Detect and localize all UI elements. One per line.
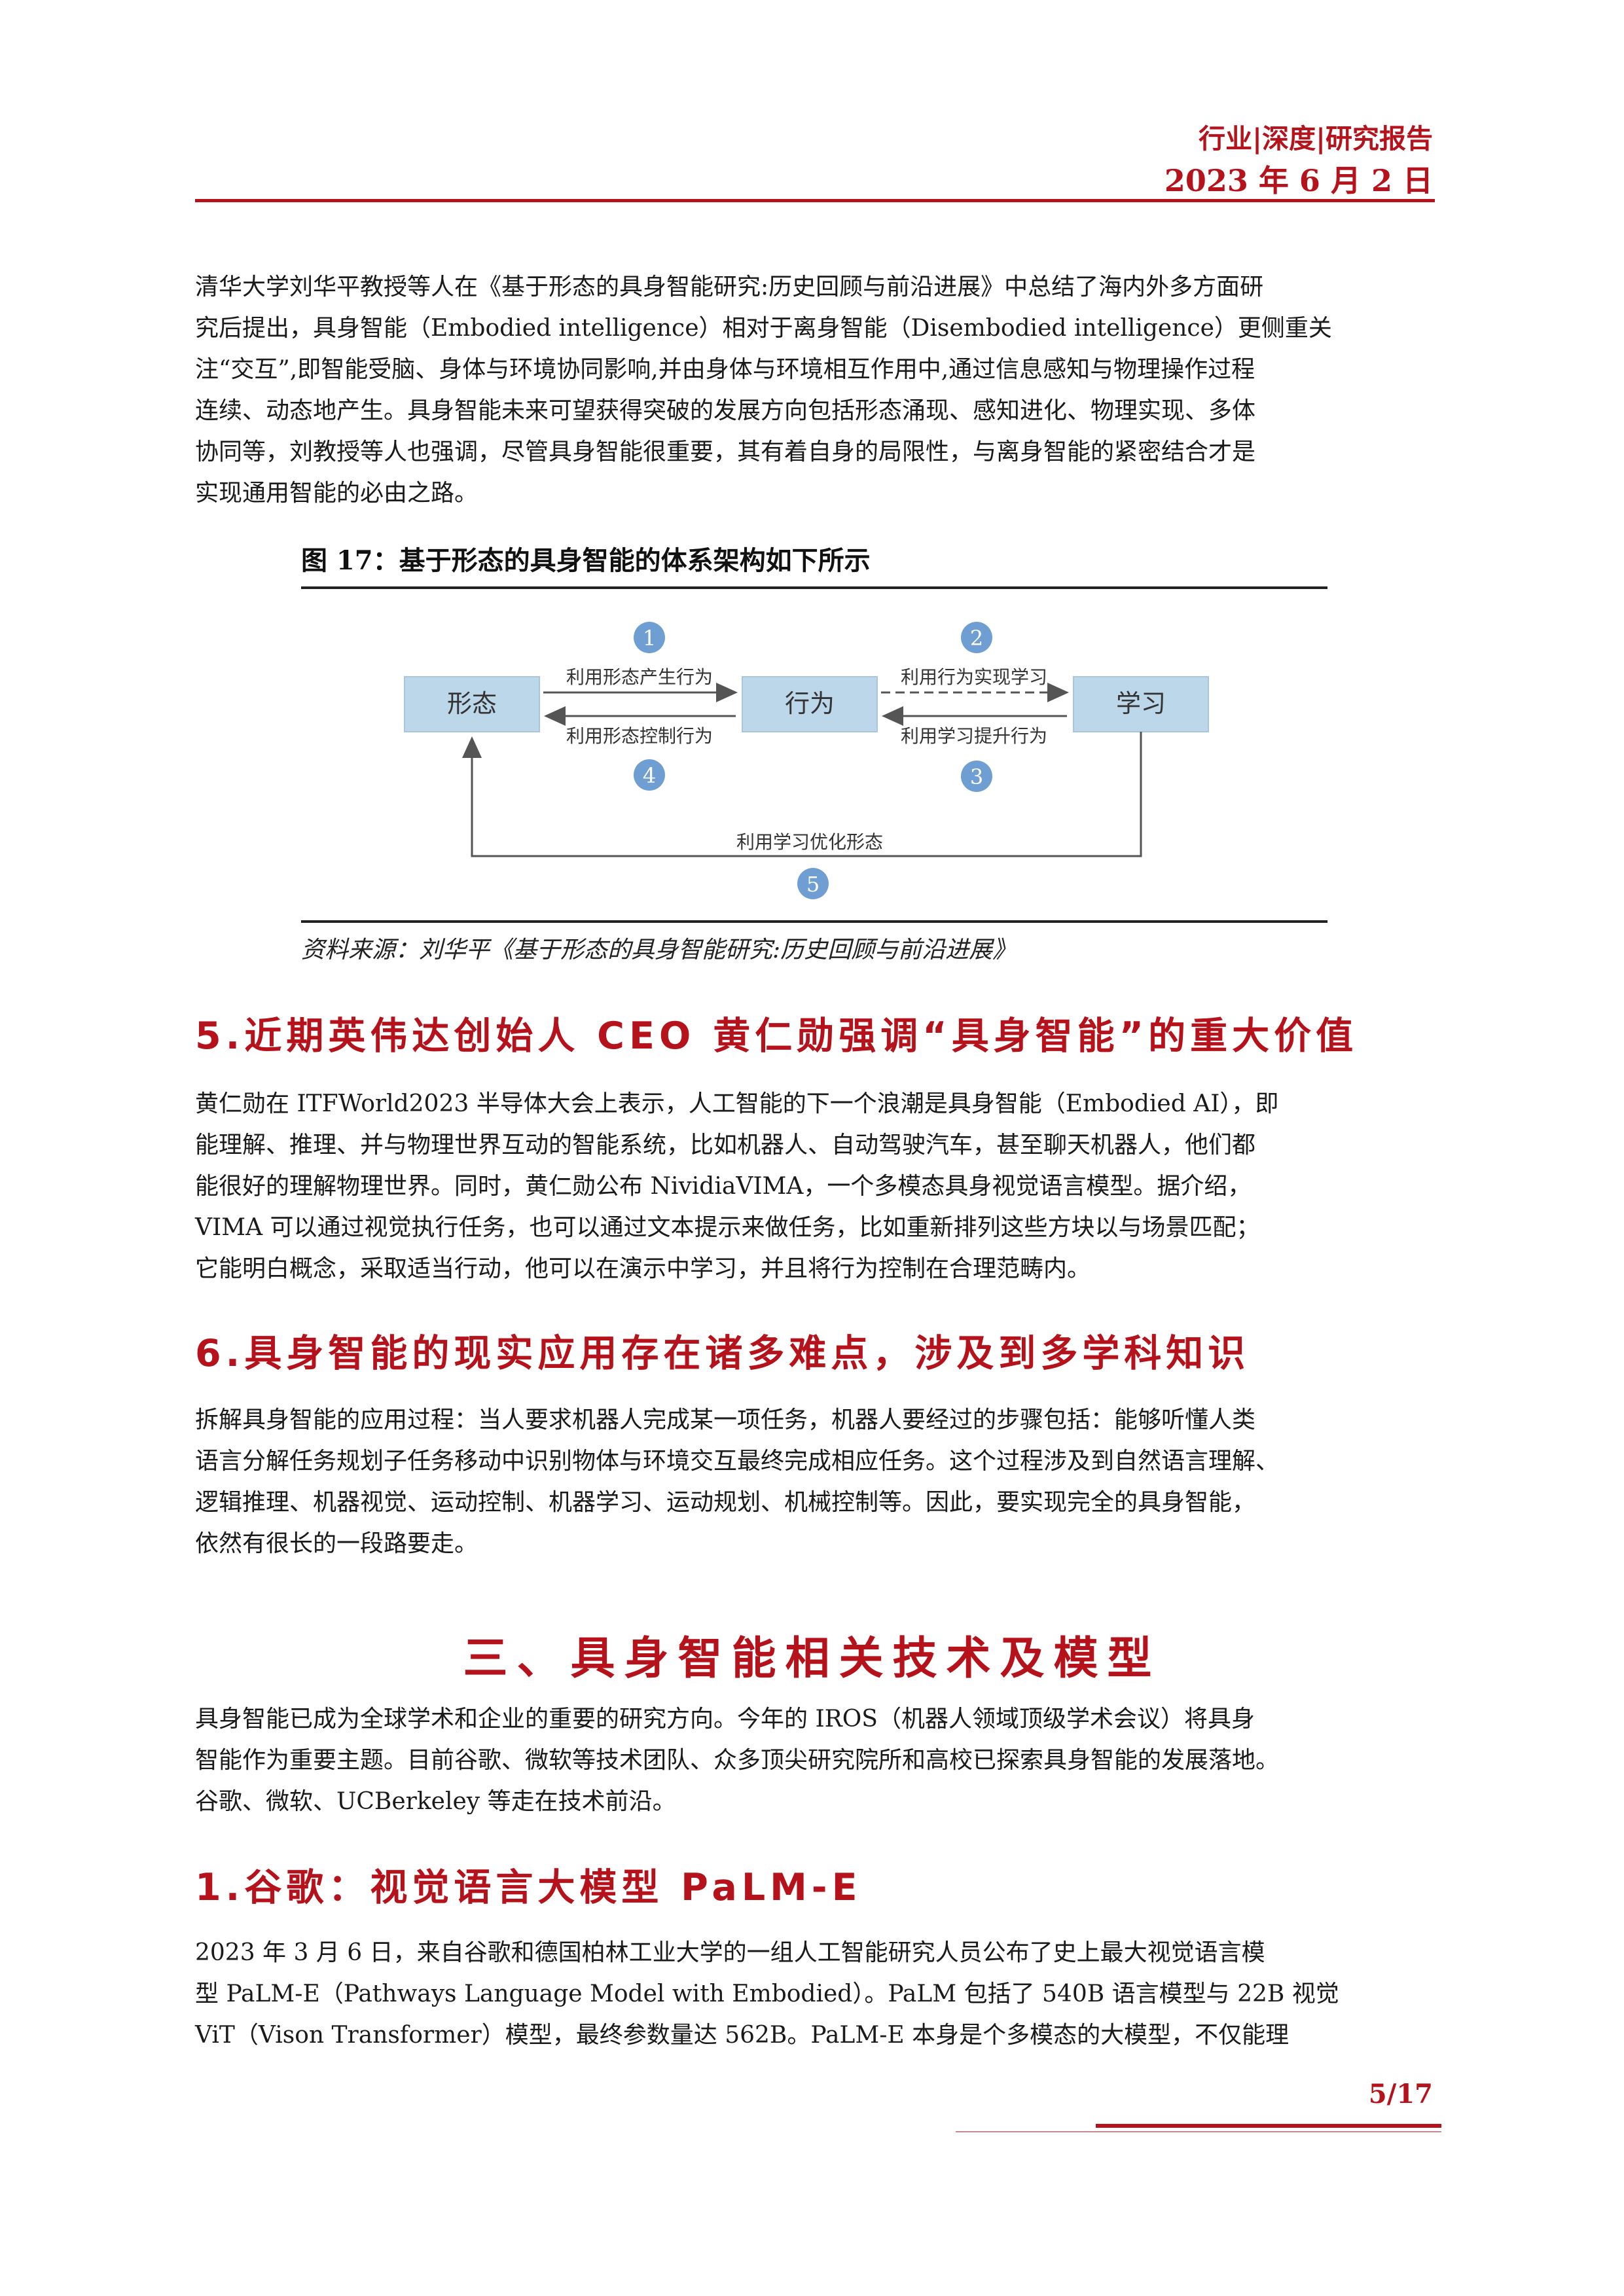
badge-5-number: 5	[806, 872, 820, 897]
badge-1-number: 1	[643, 626, 656, 651]
subsection-1-heading: 1.谷歌：视觉语言大模型 PaLM-E	[195, 1866, 862, 1909]
badge-5	[797, 868, 829, 899]
badge-2-number: 2	[970, 626, 983, 651]
intro-paragraph: 清华大学刘华平教授等人在《基于形态的具身智能研究:历史回顾与前沿进展》中总结了海…	[195, 274, 1332, 507]
section-5-body: 黄仁勋在 ITFWorld2023 半导体大会上表示，人工智能的下一个浪潮是具身…	[195, 1090, 1279, 1282]
chapter-3-body: 具身智能已成为全球学术和企业的重要的研究方向。今年的 IROS（机器人领域顶级学…	[195, 1706, 1280, 1815]
node-learning-label: 学习	[1116, 689, 1166, 718]
chapter-3-heading: 三、具身智能相关技术及模型	[463, 1633, 1161, 1685]
figure-source: 资料来源：刘华平《基于形态的具身智能研究:历史回顾与前沿进展》	[301, 937, 1017, 963]
badge-3	[961, 761, 992, 792]
report-category: 行业|深度|研究报告	[1199, 123, 1433, 154]
badge-2	[961, 622, 992, 653]
node-morphology-label: 形态	[447, 689, 497, 718]
badge-1	[634, 622, 665, 653]
edge-label-2: 利用行为实现学习	[901, 666, 1047, 688]
edge-label-1: 利用形态产生行为	[566, 666, 713, 688]
edge-label-4: 利用形态控制行为	[566, 725, 713, 747]
header-divider	[195, 199, 1435, 202]
arrow-learning-to-morph	[462, 732, 1142, 857]
node-learning	[1073, 676, 1209, 732]
section-6-heading: 6.具身智能的现实应用存在诸多难点，涉及到多学科知识	[195, 1332, 1250, 1375]
footer-line-thin	[956, 2131, 1441, 2132]
footer-line-thick	[1096, 2124, 1441, 2128]
figure-bottom-rule	[301, 920, 1327, 923]
badge-4	[634, 759, 665, 791]
section-6-body: 拆解具身智能的应用过程：当人要求机器人完成某一项任务，机器人要经过的步骤包括：能…	[195, 1407, 1280, 1557]
badge-4-number: 4	[643, 763, 656, 788]
figure-caption: 图 17：基于形态的具身智能的体系架构如下所示	[301, 545, 871, 576]
node-morphology	[404, 676, 540, 732]
figure-17: 图 17：基于形态的具身智能的体系架构如下所示 形态 行为 学习 利用形态产生行…	[301, 535, 1327, 980]
edge-label-3: 利用学习提升行为	[901, 725, 1047, 747]
architecture-diagram: 形态 行为 学习 利用形态产生行为 利用形态控制行为 利用行为实现学习 利用学习…	[404, 622, 1209, 899]
subsection-1-body: 2023 年 3 月 6 日，来自谷歌和德国柏林工业大学的一组人工智能研究人员公…	[195, 1939, 1339, 2049]
figure-top-rule	[301, 586, 1327, 589]
edge-label-5: 利用学习优化形态	[736, 831, 883, 853]
node-behavior-label: 行为	[785, 689, 835, 718]
report-date: 2023 年 6 月 2 日	[1164, 163, 1433, 198]
section-5-heading: 5.近期英伟达创始人 CEO 黄仁勋强调“具身智能”的重大价值	[195, 1014, 1358, 1058]
page-number: 5/17	[1368, 2079, 1433, 2109]
badge-3-number: 3	[970, 764, 983, 789]
node-behavior	[742, 676, 878, 732]
